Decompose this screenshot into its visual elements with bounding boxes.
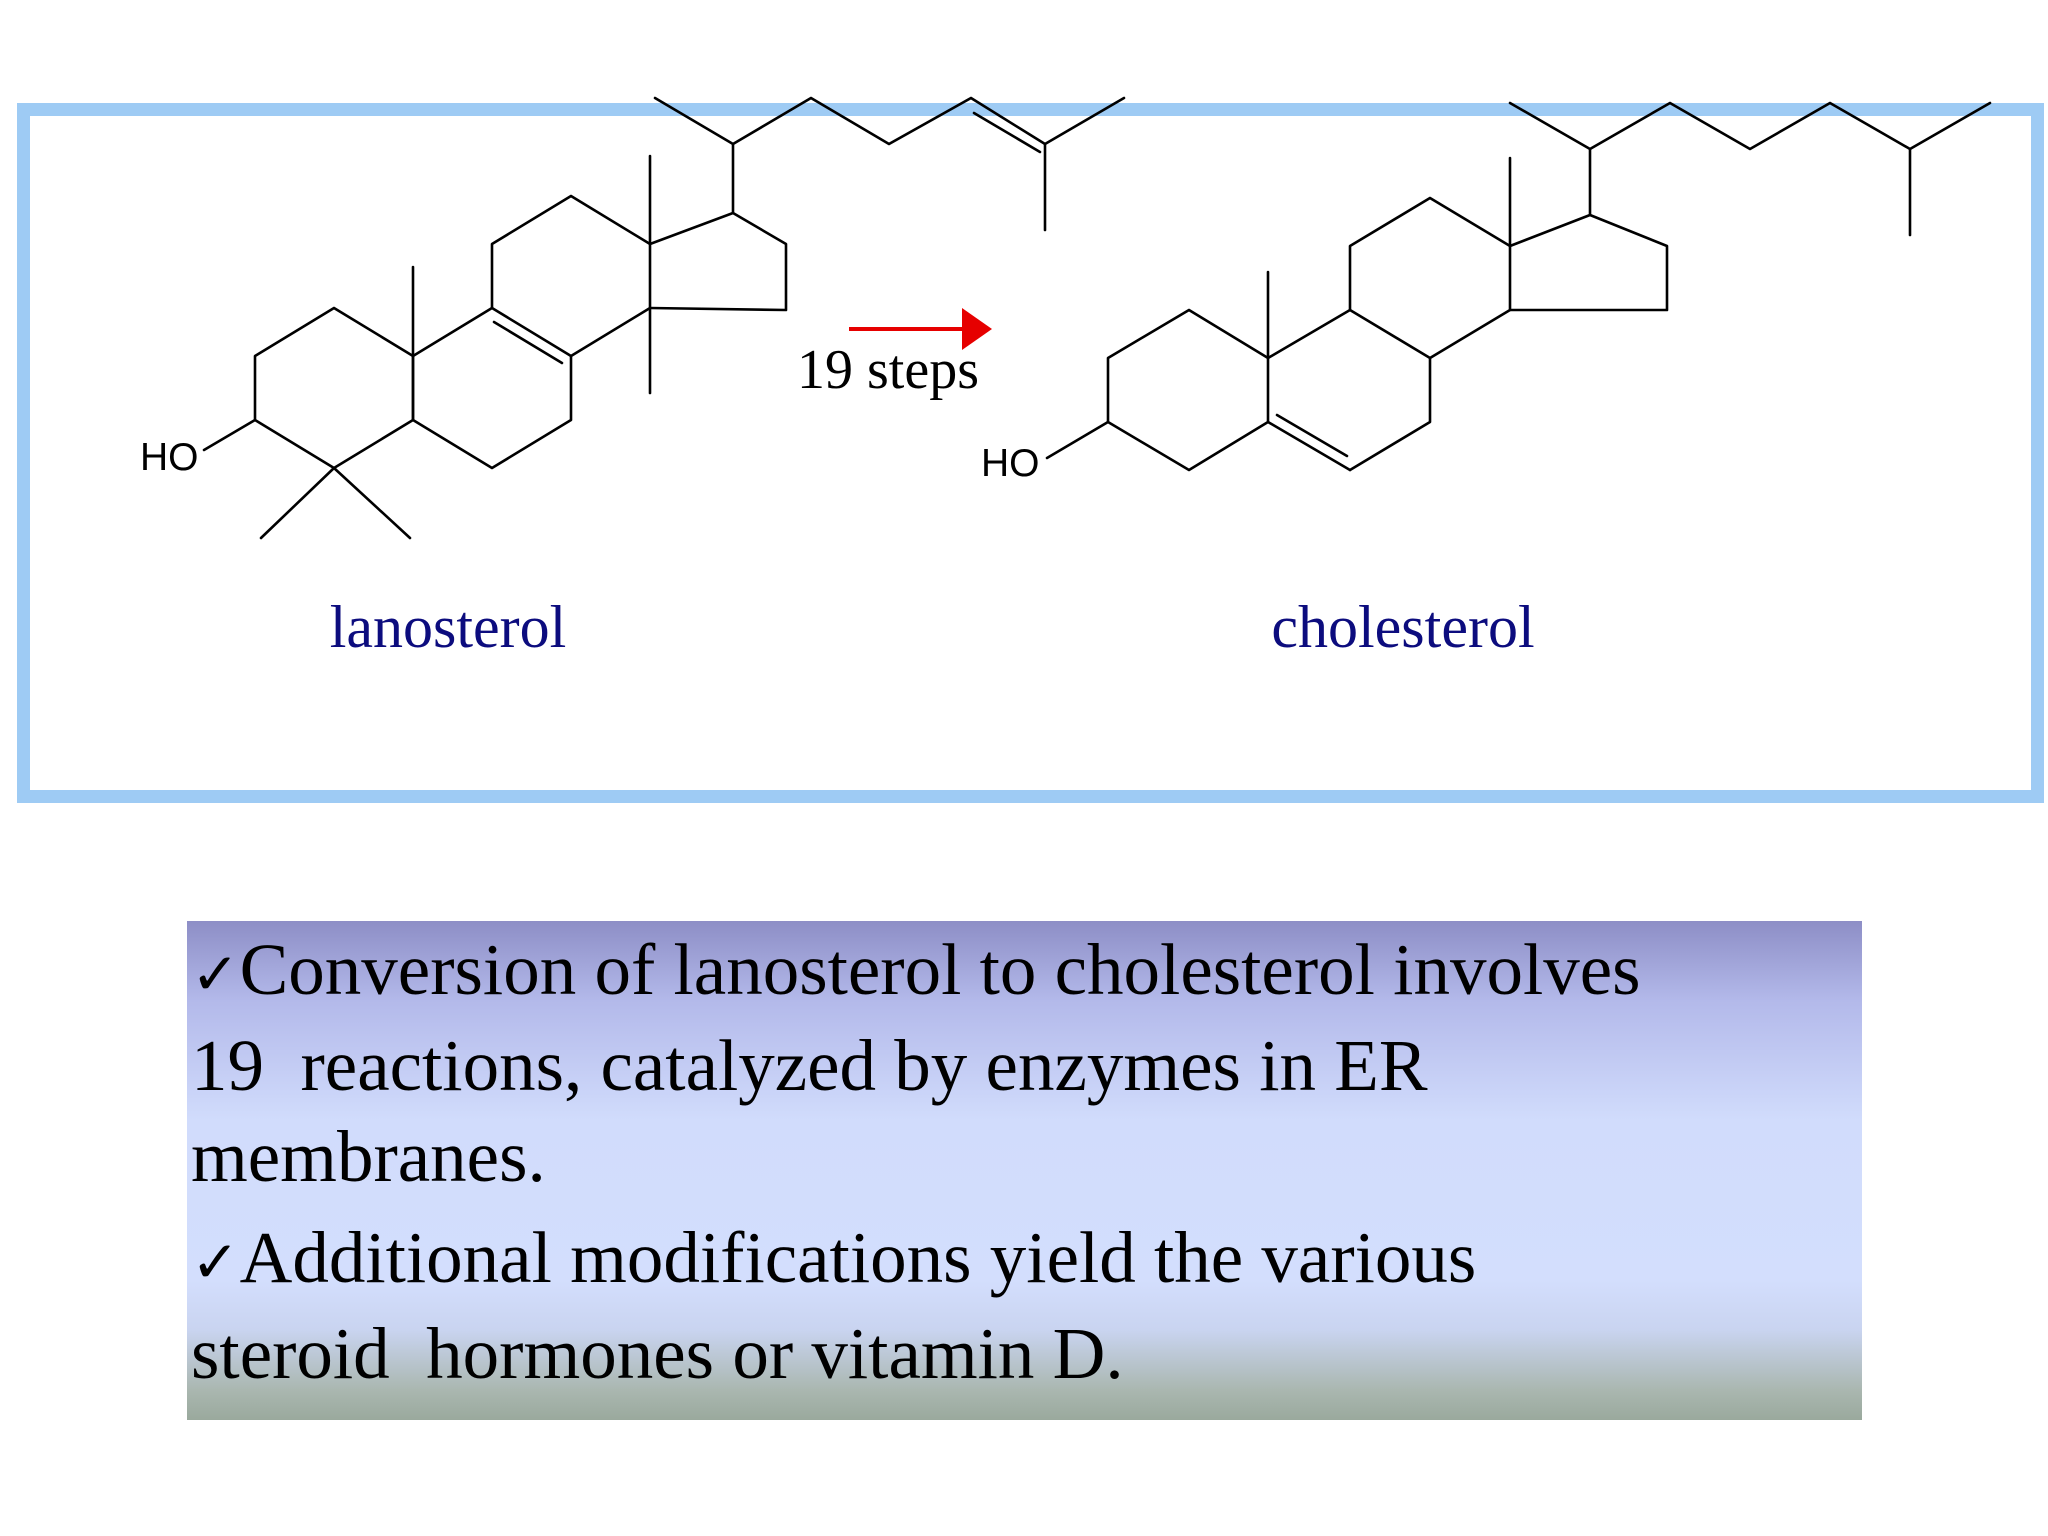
lanosterol-side-chain (653, 96, 735, 215)
lanosterol-gem-methyl-1 (259, 466, 336, 540)
note-text: Additional modifications yield the vario… (191, 1217, 1477, 1394)
cholesterol-ring-a (1106, 308, 1270, 472)
note-text: Conversion of lanosterol to cholesterol … (191, 929, 1641, 1197)
lanosterol-name: lanosterol (330, 594, 567, 660)
lanosterol-side-chain-double-bond (972, 111, 1042, 154)
checkmark-icon: ✓ (191, 940, 240, 1008)
lanosterol-ho-bond (202, 418, 257, 452)
cholesterol-name: cholesterol (1271, 594, 1534, 660)
checkmark-icon: ✓ (191, 1228, 240, 1296)
cholesterol-ho-bond (1045, 420, 1110, 460)
lanosterol-ring-d (648, 211, 788, 312)
lanosterol-structure: HO lanosterol (140, 96, 1126, 660)
cholesterol-ring-d (1508, 213, 1669, 312)
cholesterol-side-chain-main (1588, 101, 1992, 151)
cholesterol-double-bond-5-6 (1266, 420, 1352, 472)
reaction-arrow: 19 steps (797, 308, 992, 401)
arrow-head-icon (962, 308, 992, 350)
lanosterol-ring-a (253, 306, 415, 470)
lanosterol-ring-c (490, 194, 652, 358)
lanosterol-gem-methyl-2 (332, 466, 412, 540)
cholesterol-hydroxyl-label: HO (981, 442, 1040, 485)
lanosterol-hydroxyl-label: HO (140, 436, 199, 479)
arrow-label: 19 steps (797, 339, 979, 401)
lanosterol-double-bond-8-9-inner (492, 320, 564, 365)
cholesterol-ring-c (1348, 196, 1512, 360)
lanosterol-double-bond-8-9 (490, 306, 573, 358)
cholesterol-double-bond-5-6-inner (1275, 413, 1349, 458)
note-item: ✓Additional modifications yield the vari… (191, 1212, 1862, 1399)
cholesterol-side-chain (1508, 101, 1592, 217)
lanosterol-ring-b (411, 354, 573, 470)
cholesterol-structure: HO cholesterol (981, 101, 1992, 660)
note-item: ✓Conversion of lanosterol to cholesterol… (191, 924, 1862, 1202)
reaction-diagram: HO lanosterol 19 steps HO cholesterol (140, 96, 1992, 660)
cholesterol-ring-b (1266, 308, 1432, 472)
reaction-panel (17, 103, 2044, 803)
lanosterol-ring-b-c9 (411, 306, 494, 358)
lanosterol-side-chain-main (731, 96, 1126, 146)
notes-box: ✓Conversion of lanosterol to cholesterol… (187, 921, 1862, 1420)
